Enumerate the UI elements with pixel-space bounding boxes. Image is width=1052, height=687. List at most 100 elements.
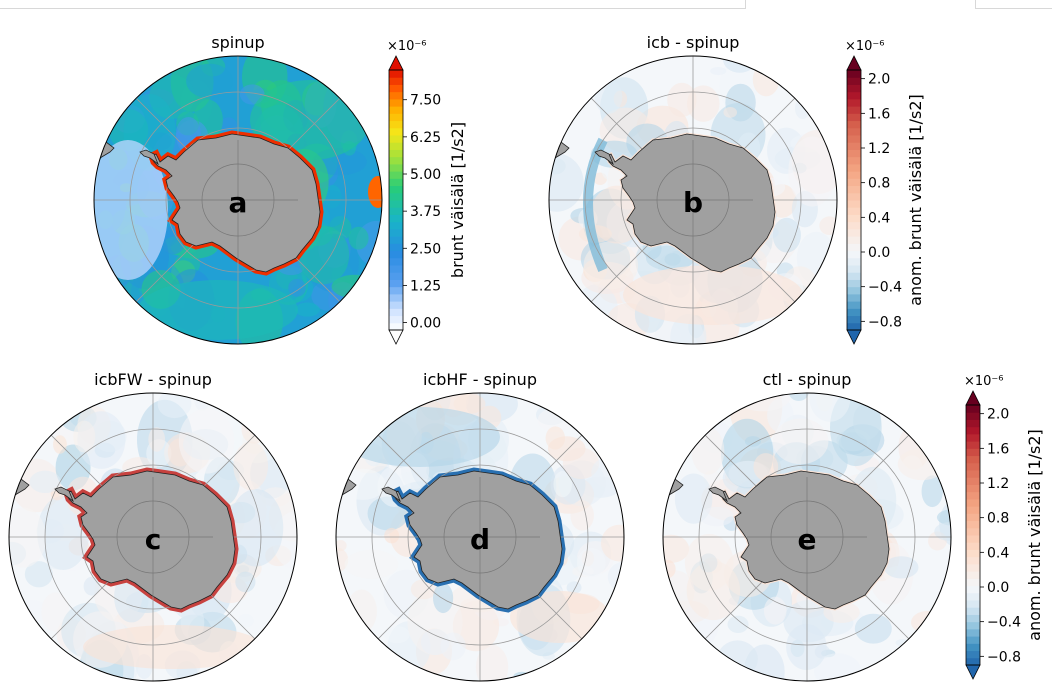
colorbar-segment bbox=[389, 84, 403, 93]
colorbar-tick-label: 0.0 bbox=[987, 580, 1009, 596]
colorbar-tick-label: −0.8 bbox=[868, 314, 902, 330]
map-blob-e bbox=[897, 447, 947, 481]
map-blob-a bbox=[348, 226, 369, 250]
colorbar-segment bbox=[847, 142, 861, 150]
colorbar-segment bbox=[389, 279, 403, 288]
panel-title-c: icbFW - spinup bbox=[94, 370, 212, 389]
colorbar-label: anom. brunt väisälä [1/s2] bbox=[906, 94, 925, 306]
map-blob-b bbox=[594, 79, 623, 115]
map-blob-d bbox=[440, 632, 466, 661]
colorbar-segment bbox=[847, 214, 861, 223]
colorbar-extend-max bbox=[388, 55, 404, 71]
colorbar-segment bbox=[847, 77, 861, 85]
map-blob-d bbox=[545, 426, 566, 450]
colorbar-segment bbox=[389, 149, 403, 158]
colorbar-segment bbox=[847, 221, 861, 230]
map-blob-b bbox=[710, 66, 727, 76]
colorbar-segment bbox=[966, 433, 980, 442]
colorbar-segment bbox=[966, 571, 980, 579]
colorbar-segment bbox=[847, 98, 861, 107]
panel-letter-a: a bbox=[229, 186, 248, 219]
colorbar-segment bbox=[389, 228, 403, 237]
map-blob-c bbox=[235, 571, 256, 593]
map-field-e bbox=[663, 393, 951, 681]
map-blob-c bbox=[157, 393, 192, 419]
colorbar-tick-label: 1.2 bbox=[868, 141, 890, 157]
colorbar-segment bbox=[389, 171, 403, 179]
colorbar-segment bbox=[966, 477, 980, 485]
map-blob-e bbox=[788, 393, 810, 402]
colorbar-segment bbox=[966, 650, 980, 659]
colorbar-segment bbox=[847, 293, 861, 302]
colorbar-exponent: ×10⁻⁶ bbox=[845, 39, 885, 54]
map-blob-d bbox=[607, 561, 624, 592]
colorbar-tick-label: −0.4 bbox=[987, 615, 1021, 631]
map-blob-c bbox=[9, 507, 47, 568]
colorbar-segment bbox=[389, 91, 403, 100]
map-blob-d bbox=[600, 524, 624, 562]
colorbar-segment bbox=[966, 448, 980, 457]
colorbar-exponent: ×10⁻⁶ bbox=[387, 39, 427, 54]
map-blob-c bbox=[148, 427, 166, 452]
colorbar-segment bbox=[966, 419, 980, 428]
colorbar-segment bbox=[966, 506, 980, 514]
colorbar-segment bbox=[847, 149, 861, 158]
map-blob-b bbox=[772, 217, 801, 253]
colorbar-segment bbox=[966, 600, 980, 608]
map-blob-c bbox=[233, 441, 269, 491]
colorbar-segment bbox=[847, 171, 861, 179]
map-warm-region-c bbox=[83, 625, 263, 669]
map-blob-e bbox=[934, 522, 951, 541]
colorbar-frame bbox=[846, 69, 862, 331]
map-blob-a bbox=[186, 63, 233, 99]
map-blob-b bbox=[549, 153, 584, 212]
colorbar-extend-min bbox=[388, 329, 404, 345]
colorbar-segment bbox=[389, 163, 403, 172]
colorbar-segment bbox=[389, 257, 403, 266]
colorbar-segment bbox=[389, 214, 403, 223]
map-blob-e bbox=[936, 509, 951, 526]
map-graticule-land-a bbox=[178, 140, 298, 260]
colorbar-frame bbox=[965, 404, 981, 666]
map-outline-e bbox=[662, 392, 952, 682]
map-blob-e bbox=[691, 427, 725, 475]
colorbar-tick-label: 3.75 bbox=[410, 204, 441, 220]
colorbar-segment bbox=[966, 412, 980, 420]
colorbar-segment bbox=[847, 163, 861, 172]
map-blob-e bbox=[786, 623, 827, 671]
colorbar-segment bbox=[847, 286, 861, 295]
map-panel-d bbox=[335, 392, 625, 682]
colorbar-tick-label: −0.4 bbox=[868, 280, 902, 296]
map-blob-d bbox=[576, 547, 606, 578]
map-pale-region-a bbox=[94, 140, 168, 280]
colorbar-segment bbox=[389, 308, 403, 317]
colorbar-segment bbox=[847, 106, 861, 114]
colorbar-segment bbox=[847, 243, 861, 252]
colorbar-segment bbox=[847, 228, 861, 237]
map-field-c bbox=[9, 393, 297, 681]
colorbar-segment bbox=[847, 84, 861, 93]
colorbar-segment bbox=[847, 192, 861, 201]
map-outline-c bbox=[8, 392, 298, 682]
colorbar-segment bbox=[847, 279, 861, 288]
colorbar-segment bbox=[847, 70, 861, 78]
colorbar-segment bbox=[847, 178, 861, 187]
colorbar-tick-label: 1.6 bbox=[987, 441, 1009, 457]
map-blob-c bbox=[73, 420, 96, 453]
map-panel-e bbox=[662, 392, 952, 682]
colorbar-segment bbox=[966, 498, 980, 507]
colorbar-segment bbox=[389, 178, 403, 187]
colorbar-segment bbox=[389, 120, 403, 129]
map-blob-b bbox=[687, 85, 720, 122]
colorbar-segment bbox=[389, 185, 403, 194]
map-graticule-land-e bbox=[747, 477, 867, 597]
map-blob-c bbox=[53, 435, 67, 454]
map-panel-c bbox=[8, 392, 298, 682]
map-blob-b bbox=[664, 253, 681, 266]
colorbar-extend-max bbox=[846, 55, 862, 71]
colorbar-segment bbox=[847, 156, 861, 165]
colorbar-segment bbox=[847, 135, 861, 143]
colorbar-tick-label: 0.8 bbox=[868, 176, 890, 192]
colorbar-segment bbox=[966, 484, 980, 493]
